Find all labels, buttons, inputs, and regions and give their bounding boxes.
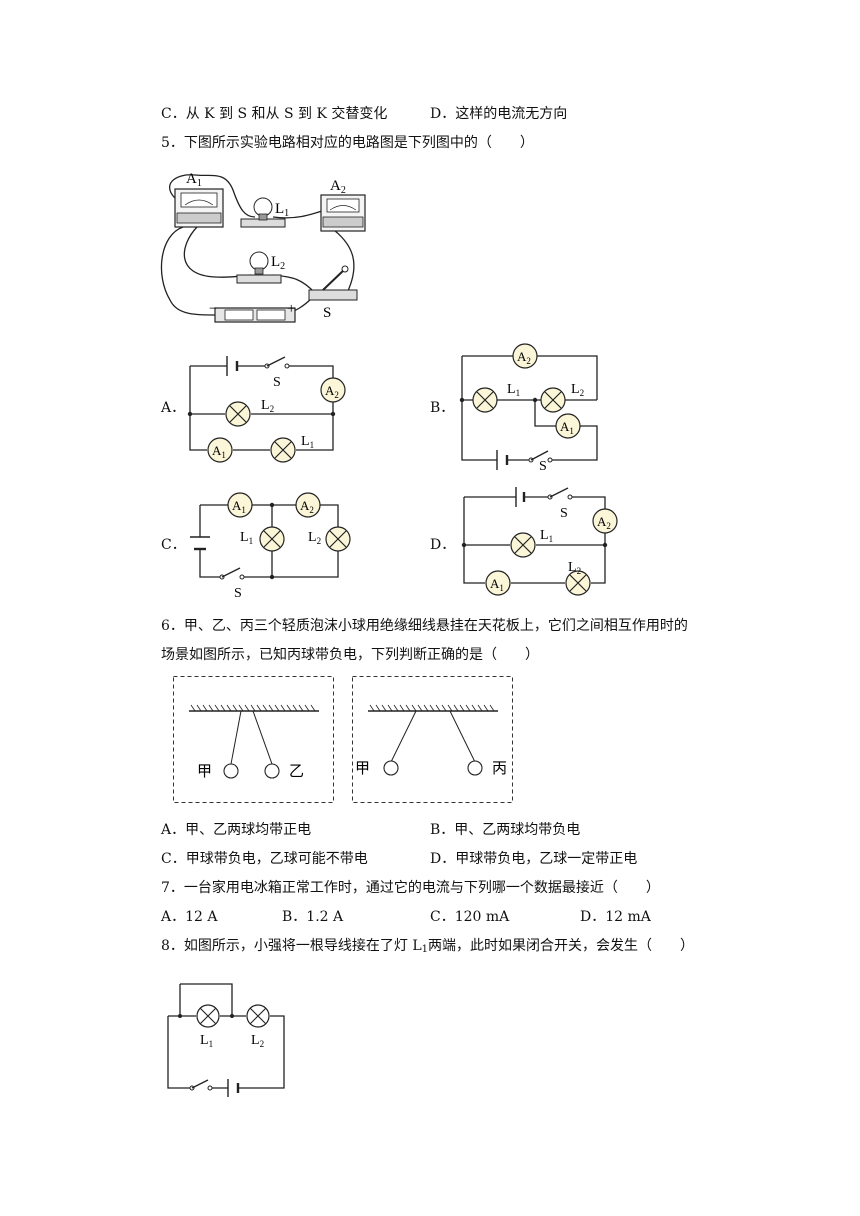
q6-option-b: B．甲、乙两球均带负电	[430, 822, 581, 838]
q5-circuit-b: A2 L1 L2 A1 S	[459, 343, 598, 474]
q6-option-a: A．甲、乙两球均带正电	[161, 822, 312, 838]
circuit-c-ammeter-a1: A1	[232, 498, 246, 515]
q6-figure-left: 甲 乙	[173, 676, 334, 803]
ball-jia-label-left: 甲	[197, 764, 212, 780]
q6-option-d: D．甲球带负电，乙球一定带正电	[430, 851, 638, 867]
photo-label-a1: A1	[186, 171, 202, 189]
q8-lamp-l1: L1	[200, 1033, 213, 1049]
circuit-a-lamp-l2: L2	[261, 398, 274, 414]
circuit-b-lamp-l2: L2	[571, 382, 584, 398]
circuit-c-lamp-l2: L2	[308, 530, 321, 546]
q7-option-b: B．1.2 A	[282, 909, 344, 925]
photo-label-s: S	[323, 305, 331, 321]
photo-label-a2: A2	[330, 178, 346, 196]
q8-circuit: L1 L2	[167, 983, 285, 1097]
circuit-a-lamp-l1: L1	[301, 434, 314, 450]
photo-label-l1: L1	[275, 201, 289, 219]
q4-option-d: D．这样的电流无方向	[430, 106, 568, 122]
q6-option-c: C．甲球带负电，乙球可能不带电	[161, 851, 368, 867]
circuit-d-ammeter-a1: A1	[490, 576, 504, 593]
q5-circuit-a: S A2 L2 A1 L1	[187, 356, 346, 463]
q6-stem-line1: 6．甲、乙、丙三个轻质泡沫小球用绝缘细线悬挂在天花板上，它们之间相互作用时的	[161, 618, 688, 634]
circuit-d-ammeter-a2: A2	[597, 514, 611, 531]
q7-stem: 7．一台家用电冰箱正常工作时，通过它的电流与下列哪一个数据最接近（ ）	[161, 880, 660, 896]
q5-circuit-d: S A2 L1 A1 L2	[461, 487, 618, 596]
q5-circuit-c: A1 A2 L1 L2 S	[190, 492, 351, 601]
circuit-d-lamp-l1: L1	[540, 528, 553, 544]
q5-option-c-label: C．	[161, 537, 186, 553]
q5-experiment-photo: A1 A2 L1 L2 S − +	[160, 171, 366, 323]
photo-label-l2: L2	[271, 254, 285, 272]
circuit-c-switch-label: S	[234, 586, 242, 601]
ball-jia-label-right: 甲	[355, 761, 370, 777]
q6-figure-right: 甲 丙	[352, 676, 513, 803]
q7-option-a: A．12 A	[161, 909, 218, 925]
circuit-b-switch-label: S	[539, 459, 547, 474]
circuit-a-ammeter-a2: A2	[325, 383, 339, 400]
q8-stem: 8．如图所示，小强将一根导线接在了灯 L1两端，此时如果闭合开关，会发生（ ）	[161, 938, 695, 955]
q5-stem: 5．下图所示实验电路相对应的电路图是下列图中的（ ）	[161, 135, 534, 151]
circuit-a-ammeter-a1: A1	[212, 443, 226, 460]
q6-stem-line2: 场景如图所示，已知丙球带负电，下列判断正确的是（ ）	[161, 647, 539, 663]
ball-yi-label: 乙	[289, 764, 304, 780]
circuit-b-ammeter-a1: A1	[560, 419, 574, 436]
circuit-b-ammeter-a2: A2	[517, 349, 531, 366]
circuit-d-switch-label: S	[560, 506, 568, 521]
circuit-a-switch-label: S	[273, 375, 281, 390]
circuit-b-lamp-l1: L1	[507, 382, 520, 398]
q7-option-c: C．120 mA	[430, 909, 510, 925]
q5-option-d-label: D．	[430, 537, 456, 553]
photo-minus: −	[209, 301, 217, 317]
q5-option-b-label: B．	[430, 400, 455, 416]
photo-plus: +	[287, 301, 295, 317]
ball-bing-label: 丙	[492, 761, 507, 777]
circuit-c-lamp-l1: L1	[240, 530, 253, 546]
circuit-d-lamp-l2: L2	[568, 560, 581, 576]
q7-option-d: D．12 mA	[580, 909, 651, 925]
q8-lamp-l2: L2	[251, 1033, 264, 1049]
q5-option-a-label: A．	[161, 400, 186, 416]
circuit-c-ammeter-a2: A2	[300, 498, 314, 515]
q4-option-c: C．从 K 到 S 和从 S 到 K 交替变化	[161, 106, 388, 122]
